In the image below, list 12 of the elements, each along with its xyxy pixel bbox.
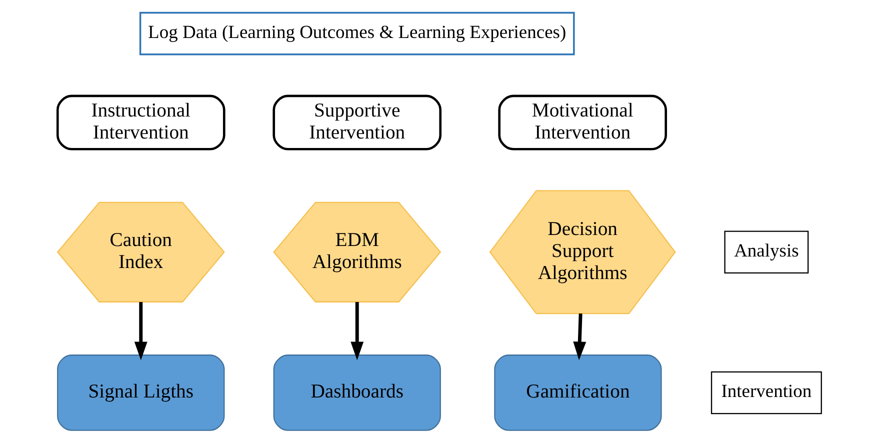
node-box: Instructional Intervention — [56, 94, 226, 150]
node-box: Dashboards — [273, 354, 441, 431]
arrow — [350, 302, 364, 360]
node-box: Log Data (Learning Outcomes & Learning Experiences) — [139, 12, 575, 56]
node-box: Intervention — [710, 371, 822, 414]
arrow — [573, 313, 586, 360]
node-box: Motivational Intervention — [498, 94, 667, 150]
arrow — [134, 302, 148, 360]
node-box: Supportive Intervention — [272, 94, 442, 150]
node-box: Gamification — [494, 354, 662, 431]
node-box: Signal Ligths — [57, 354, 225, 431]
node-box: Analysis — [724, 230, 809, 274]
